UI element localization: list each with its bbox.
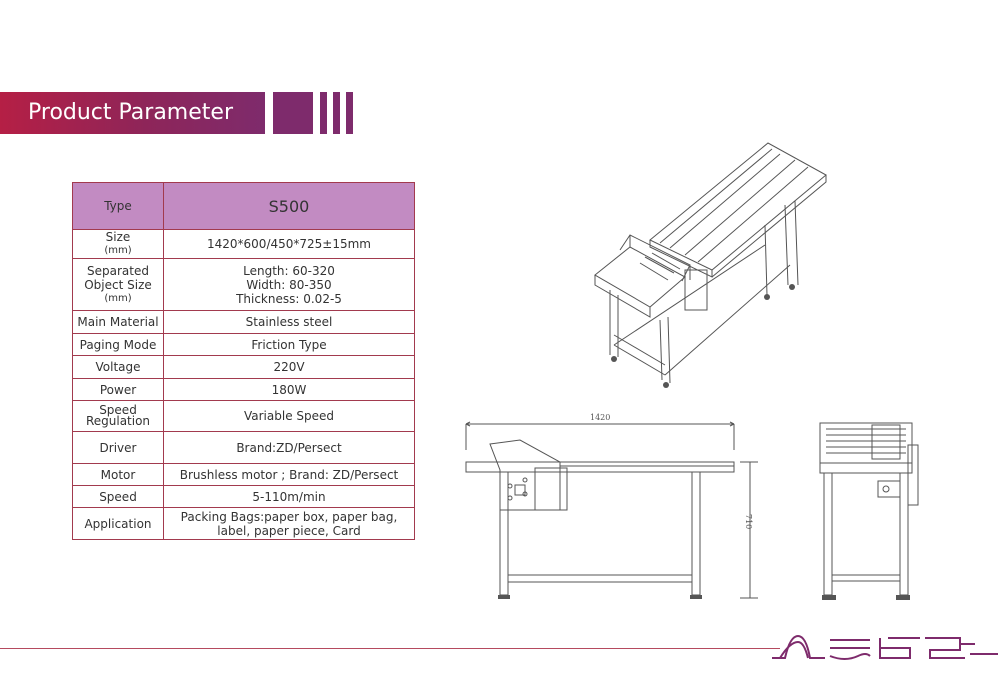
table-row: Speed 5-110m/min (72, 485, 415, 508)
banner-decor-bar (333, 92, 340, 134)
banner-decor-bar (320, 92, 327, 134)
row-value: 5-110m/min (163, 485, 415, 508)
section-title-banner: Product Parameter >> (0, 92, 265, 167)
machine-side-view-drawing: 1420 710 (465, 413, 758, 599)
row-label: Application (72, 507, 164, 540)
row-value: Variable Speed (163, 400, 415, 432)
machine-isometric-drawing (594, 142, 827, 388)
machine-front-view-drawing (819, 422, 919, 600)
row-label: Main Material (72, 310, 164, 334)
row-value: 180W (163, 378, 415, 401)
banner-decor-block (273, 92, 313, 134)
row-label: Power (72, 378, 164, 401)
footer-divider (0, 648, 780, 649)
row-value: Brand:ZD/Persect (163, 431, 415, 464)
banner-decor-bar (346, 92, 353, 134)
row-value: 1420*600/450*725±15mm (163, 229, 415, 259)
table-row: Motor Brushless motor ; Brand: ZD/Persec… (72, 463, 415, 486)
row-label: Motor (72, 463, 164, 486)
table-row: Driver Brand:ZD/Persect (72, 431, 415, 464)
company-logo (772, 634, 998, 660)
row-value: Stainless steel (163, 310, 415, 334)
row-value: 220V (163, 355, 415, 379)
row-value: Packing Bags:paper box, paper bag,label,… (163, 507, 415, 540)
table-row: Power 180W (72, 378, 415, 401)
row-value: Friction Type (163, 333, 415, 356)
row-label: Speed (72, 485, 164, 508)
table-row: Paging Mode Friction Type (72, 333, 415, 356)
table-row: Size(mm) 1420*600/450*725±15mm (72, 229, 415, 259)
table-row: Main Material Stainless steel (72, 310, 415, 334)
parameter-table: Type S500 Size(mm) 1420*600/450*725±15mm… (72, 182, 415, 540)
row-label: Paging Mode (72, 333, 164, 356)
table-header-row: Type S500 (72, 182, 415, 230)
row-label: Size(mm) (72, 229, 164, 259)
length-dimension: 1420 (590, 413, 610, 422)
type-value: S500 (163, 182, 415, 230)
table-row: Application Packing Bags:paper box, pape… (72, 507, 415, 540)
section-title: Product Parameter >> (28, 100, 233, 167)
table-row: Voltage 220V (72, 355, 415, 379)
row-label: Voltage (72, 355, 164, 379)
row-label: Driver (72, 431, 164, 464)
height-dimension: 710 (744, 514, 753, 529)
row-value: Brushless motor ; Brand: ZD/Persect (163, 463, 415, 486)
type-label: Type (72, 182, 164, 230)
